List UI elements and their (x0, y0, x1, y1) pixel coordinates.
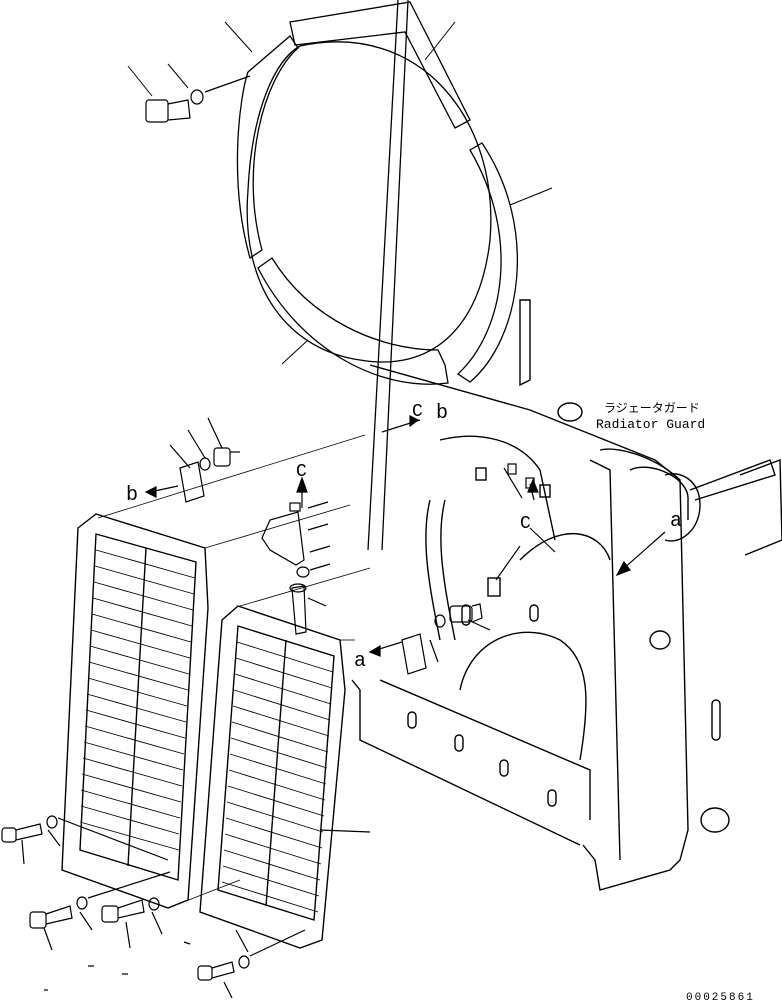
fan-shroud-ring (236, 0, 518, 551)
callout-labels: a a b b C C C (126, 402, 682, 673)
callout-a-left: a (354, 650, 366, 673)
callout-a-right: a (670, 510, 682, 533)
callout-b-left: b (126, 484, 138, 507)
center-bracket-a (368, 603, 491, 675)
shroud-leader-lines (127, 21, 553, 365)
callout-c-frame: C (412, 402, 423, 422)
callout-b-top: b (436, 402, 448, 425)
center-bracket (261, 501, 331, 635)
label-radiator-guard: ラジェータガード Radiator Guard (596, 401, 705, 432)
arrow-a-right (615, 531, 666, 577)
radiator-frame (351, 299, 782, 891)
callout-c-top: C (296, 462, 307, 482)
right-guard-panel (199, 605, 346, 949)
upper-fasteners (381, 415, 556, 581)
assembly-reference-lines (97, 434, 371, 909)
bottom-bolts-and-washers (1, 815, 371, 999)
title-en: Radiator Guard (596, 417, 705, 432)
title-jp: ラジェータガード (604, 401, 700, 415)
callout-c-mid: C (520, 514, 531, 534)
left-guard-panel (61, 513, 209, 909)
left-panel-slats (79, 549, 196, 851)
left-bracket-b (144, 417, 240, 503)
drawing-number: 00025861 (686, 992, 755, 1004)
arrow-c-up (296, 476, 308, 508)
right-panel-slats (221, 641, 334, 913)
top-bolt-and-washer (145, 75, 251, 123)
